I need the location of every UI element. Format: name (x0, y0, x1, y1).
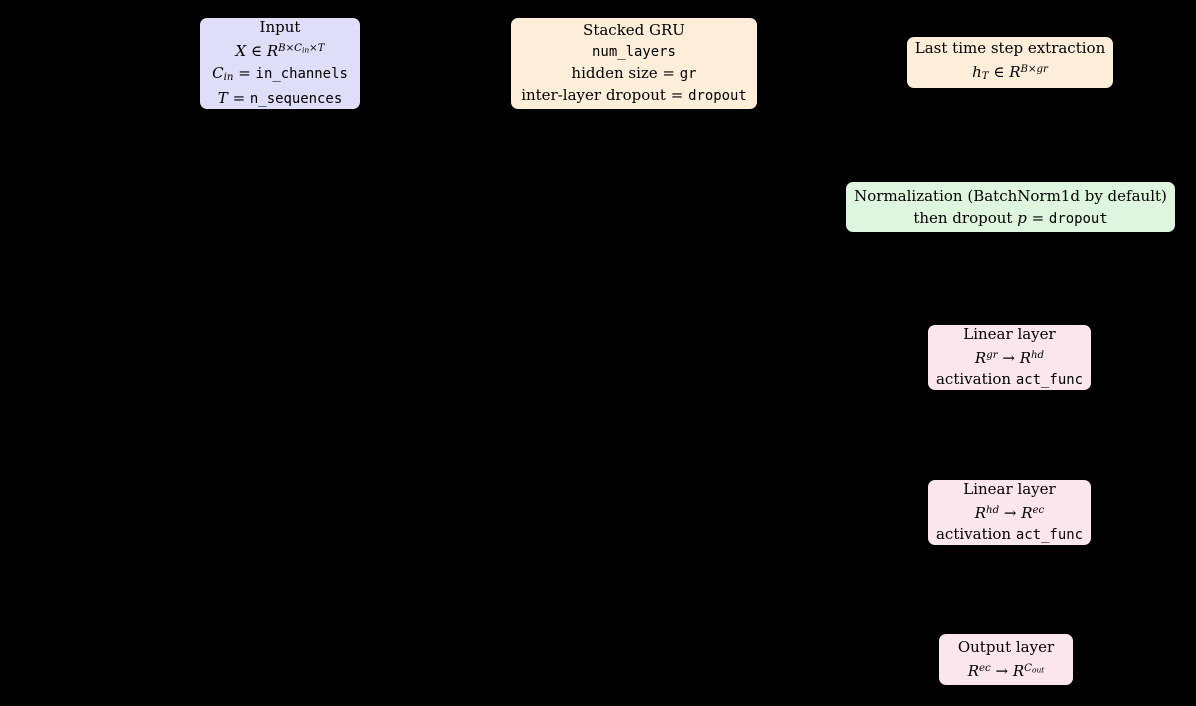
node-normalization: Normalization (BatchNorm1d by default) t… (845, 181, 1176, 233)
node-output-layer: Output layer Rec → RCout (938, 633, 1074, 686)
node-input-title: Input (259, 18, 301, 37)
node-input: Input X ∈ RB×Cin×T Cin = in_channels T =… (199, 17, 361, 110)
node-linear-layer-2: Linear layer Rhd → Rec activation act_fu… (927, 479, 1092, 546)
node-norm-title: Normalization (BatchNorm1d by default) (854, 186, 1167, 205)
node-gru-num-layers: num_layers (592, 44, 676, 60)
node-lin2-activation: activation act_func (935, 525, 1083, 544)
node-lin1-title: Linear layer (963, 324, 1056, 343)
node-norm-dropout: then dropout p = dropout (913, 208, 1108, 227)
node-out-title: Output layer (957, 638, 1055, 657)
node-gru-dropout: inter-layer dropout = dropout (521, 86, 747, 104)
node-linear-layer-1: Linear layer Rgr → Rhd activation act_fu… (927, 324, 1092, 391)
node-last-title: Last time step extraction (914, 38, 1106, 57)
node-lin1-activation: activation act_func (935, 370, 1083, 389)
node-last-math: hT ∈ RB×gr (972, 63, 1048, 83)
node-out-math: Rec → RCout (967, 662, 1045, 681)
node-gru-hidden-size: hidden size = gr (571, 64, 697, 82)
node-stacked-gru: Stacked GRU num_layers hidden size = gr … (510, 17, 758, 110)
node-last-time-step-extraction: Last time step extraction hT ∈ RB×gr (906, 36, 1114, 89)
node-input-param-sequences: T = n_sequences (217, 88, 343, 107)
node-lin2-title: Linear layer (963, 479, 1056, 498)
node-gru-title: Stacked GRU (583, 21, 685, 39)
node-input-math: X ∈ RB×Cin×T (235, 42, 325, 61)
node-input-param-channels: Cin = in_channels (212, 63, 348, 83)
node-lin2-math: Rhd → Rec (974, 504, 1045, 523)
node-lin1-math: Rgr → Rhd (974, 349, 1045, 368)
